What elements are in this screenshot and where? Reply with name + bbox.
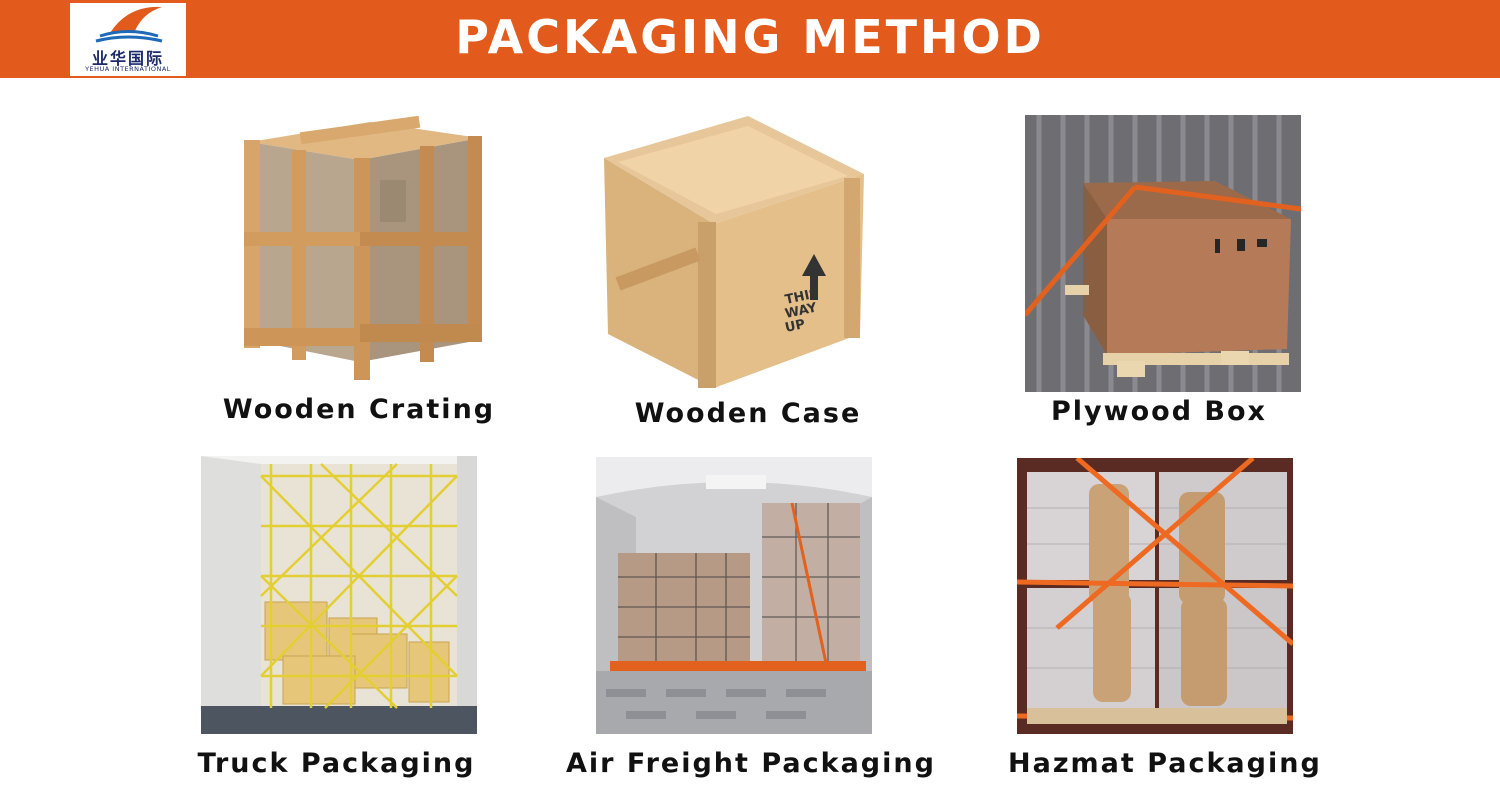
caption-plywood-box: Plywood Box: [1051, 396, 1267, 427]
logo-chinese-text: 业华国际: [91, 49, 164, 68]
page-title: PACKAGING METHOD: [455, 10, 1045, 64]
case-stencil-up: UP: [784, 317, 807, 336]
plywood-box-photo: [1025, 115, 1301, 392]
logo-english-text: YEHUA INTERNATIONAL: [85, 65, 171, 73]
caption-hazmat-packaging: Hazmat Packaging: [1008, 748, 1322, 779]
company-logo: 业华国际 YEHUA INTERNATIONAL: [70, 3, 186, 76]
header-banner: [0, 0, 1500, 78]
air-cargo-pallets-photo: [596, 457, 872, 734]
airbag-pallets-photo: [1017, 458, 1293, 734]
case-stencil-way: WAY: [784, 300, 819, 321]
logo-wave-icon: [95, 6, 163, 43]
caption-wooden-crating: Wooden Crating: [222, 394, 496, 425]
wooden-crate-photo: [230, 100, 488, 390]
wooden-case-photo: THIS WAY UP: [598, 104, 870, 398]
caption-air-freight-packaging: Air Freight Packaging: [566, 748, 936, 779]
truck-container-net-photo: [201, 456, 477, 734]
caption-wooden-case: Wooden Case: [634, 398, 862, 429]
caption-truck-packaging: Truck Packaging: [197, 748, 476, 779]
